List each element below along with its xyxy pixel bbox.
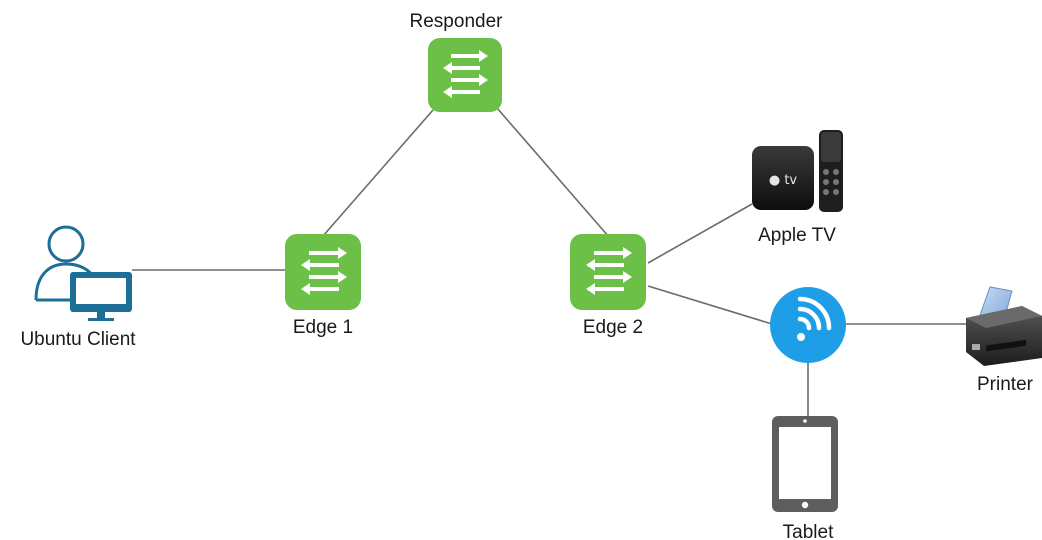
tablet-label: Tablet	[783, 522, 834, 540]
edge2-node[interactable]: Edge 2	[570, 234, 646, 338]
edge1-label: Edge 1	[293, 317, 353, 338]
ubuntu-client-node[interactable]: Ubuntu Client	[20, 225, 136, 350]
responder-node[interactable]: Responder	[410, 11, 504, 112]
svg-text:● tv: ● tv	[769, 173, 798, 188]
switch-icon	[285, 234, 361, 310]
edge2-label: Edge 2	[583, 317, 643, 338]
printer-icon	[966, 286, 1042, 366]
printer-node[interactable]: Printer	[966, 286, 1042, 395]
responder-label: Responder	[410, 11, 504, 32]
wifi-icon	[770, 287, 846, 363]
link-edge2-apple-tv	[647, 203, 753, 264]
apple-tv-label: Apple TV	[758, 225, 836, 246]
printer-label: Printer	[977, 374, 1034, 395]
edge1-node[interactable]: Edge 1	[285, 234, 361, 338]
switch-icon	[570, 234, 646, 310]
link-responder-edge2	[496, 107, 610, 238]
tablet-node[interactable]: Tablet	[772, 416, 838, 540]
link-edge2-wifi	[647, 285, 773, 325]
wifi-ap-node[interactable]	[770, 287, 846, 363]
apple-tv-icon: ● tv	[752, 130, 843, 212]
link-edge1-responder	[322, 109, 434, 237]
switch-icon	[428, 38, 502, 112]
tablet-icon	[772, 416, 838, 512]
ubuntu-client-label: Ubuntu Client	[20, 329, 136, 350]
user-computer-icon	[34, 225, 132, 321]
apple-tv-node[interactable]: ● tv Apple TV	[752, 130, 843, 246]
connections	[132, 107, 968, 418]
